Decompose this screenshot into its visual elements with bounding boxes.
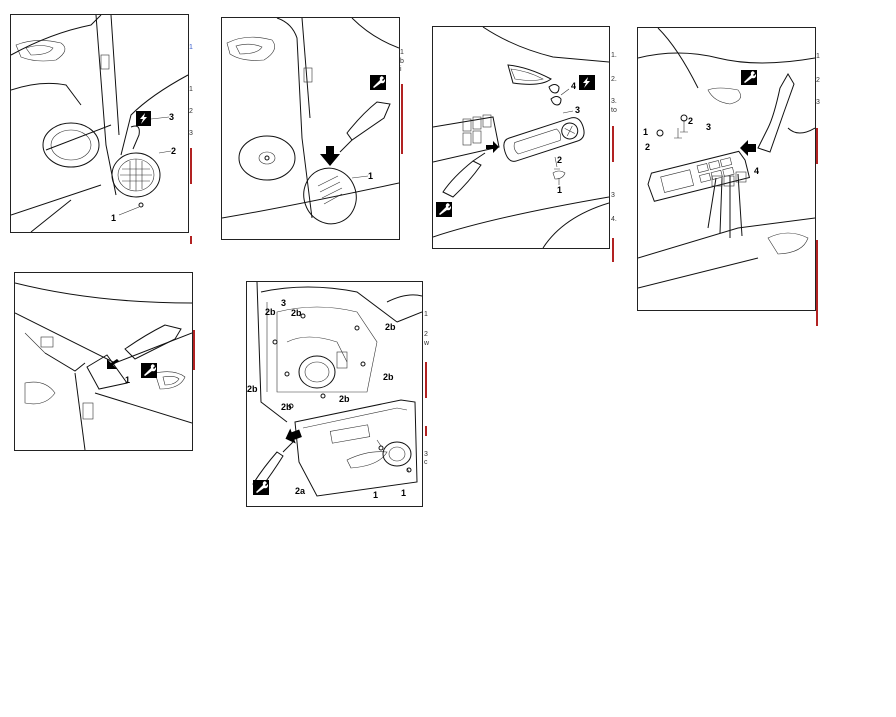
diagram-panel-window-switch: 1 2 2 3 4	[637, 27, 816, 311]
strip-line: to	[611, 107, 617, 114]
callout-label: 2	[557, 155, 562, 165]
strip-line: 2	[816, 77, 820, 84]
strip-line: b	[400, 58, 404, 65]
callout-label: 3	[575, 105, 580, 115]
diagram-panel-switch-removal: 4 3 2 1	[432, 26, 610, 249]
callout-label: 1	[111, 213, 116, 223]
strip-line: 3	[611, 192, 615, 199]
strip-line: w	[424, 340, 430, 347]
connector-icon	[579, 75, 595, 90]
diagram-panel-door-panel: 2b 3 2b 2b 2b 2b 2b 2b 2a 1 1	[246, 281, 423, 507]
strip-line: 1	[816, 53, 820, 60]
wrench-icon	[436, 202, 452, 217]
accent-bar	[816, 128, 818, 164]
strip-line: 4.	[611, 216, 617, 223]
strip-line: 1	[424, 311, 428, 318]
text-strip-4: 1 2 3	[816, 27, 826, 327]
diagram-panel-speaker-cover: 1	[221, 17, 400, 240]
door-panel-illustration: 2b 3 2b 2b 2b 2b 2b 2b 2a 1 1	[247, 282, 422, 500]
callout-label: 3	[281, 298, 286, 308]
callout-label: 1	[557, 185, 562, 195]
strip-line: 1	[189, 86, 193, 93]
accent-bar	[401, 84, 403, 154]
strip-line: i	[400, 66, 402, 73]
strip-line: 3	[816, 99, 820, 106]
text-strip-3: 1. 2. 3. to 3 4.	[611, 26, 623, 266]
accent-bar	[816, 240, 818, 326]
switch-removal-illustration: 4 3 2 1	[433, 27, 609, 248]
callout-label: 1	[368, 171, 373, 181]
text-strip-1: 1 1 2 3	[189, 14, 199, 244]
callout-label: 2b	[281, 402, 292, 412]
strip-line: 1	[400, 49, 404, 56]
accent-bar	[612, 238, 614, 262]
callout-label: 1	[643, 127, 648, 137]
callout-label: 3	[706, 122, 711, 132]
callout-label: 2b	[247, 384, 258, 394]
callout-label: 2b	[339, 394, 350, 404]
strip-line: 2.	[611, 76, 617, 83]
callout-label: 2	[645, 142, 650, 152]
accent-bar	[193, 330, 195, 370]
strip-line: 3.	[611, 98, 617, 105]
text-strip-6: 1 2 w 3 c	[424, 281, 434, 481]
callout-label: 2b	[385, 322, 396, 332]
accent-bar	[425, 362, 427, 398]
accent-bar	[190, 148, 192, 184]
callout-label: 2b	[265, 307, 276, 317]
accent-bar	[612, 126, 614, 162]
callout-label: 4	[571, 81, 576, 91]
wrench-icon	[741, 70, 757, 85]
diagram-panel-mirror-trim: 1	[14, 272, 193, 451]
accent-bar	[425, 426, 427, 436]
wrench-icon	[141, 363, 157, 378]
strip-line: 3	[189, 130, 193, 137]
callout-label: 1	[125, 375, 130, 385]
accent-bar	[190, 236, 192, 244]
text-strip-2: 1 b i	[400, 17, 410, 167]
callout-label: 2b	[291, 308, 302, 318]
callout-label: 1	[401, 488, 406, 498]
strip-line: 3	[424, 451, 428, 458]
connector-icon	[136, 111, 151, 126]
speaker-rear-illustration: 3 2 1	[11, 15, 188, 232]
callout-label: 4	[754, 166, 759, 176]
diagram-panel-speaker-rear: 3 2 1	[10, 14, 189, 233]
strip-line: 2	[424, 331, 428, 338]
strip-line: 1.	[611, 52, 617, 59]
wrench-icon	[253, 480, 269, 495]
callout-label: 3	[169, 112, 174, 122]
callout-label: 1	[373, 490, 378, 500]
strip-line: c	[424, 459, 428, 466]
callout-label: 2	[688, 116, 693, 126]
window-switch-illustration: 1 2 2 3 4	[638, 28, 815, 289]
callout-label: 2	[171, 146, 176, 156]
callout-label: 2b	[383, 372, 394, 382]
speaker-cover-illustration: 1	[222, 18, 399, 225]
strip-line: 1	[189, 44, 193, 51]
callout-label: 2a	[295, 486, 306, 496]
mirror-trim-illustration: 1	[15, 282, 192, 450]
wrench-icon	[370, 75, 386, 90]
strip-line: 2	[189, 108, 193, 115]
